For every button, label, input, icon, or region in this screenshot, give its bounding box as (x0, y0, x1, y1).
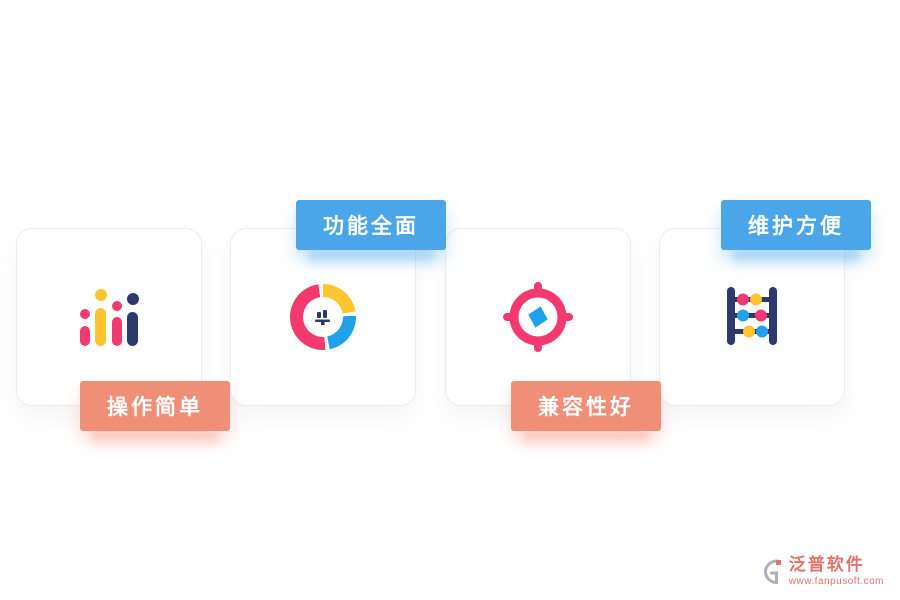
feature-tag-function: 功能全面 (296, 200, 446, 250)
target-icon (503, 282, 573, 352)
feature-card-compatibility (445, 228, 631, 406)
brand-text-block: 泛普软件 www.fanpusoft.com (789, 556, 884, 587)
abacus-icon (727, 287, 777, 345)
donut-hole (303, 297, 343, 337)
donut-chart-icon (290, 284, 356, 350)
brand-footer: 泛普软件 www.fanpusoft.com (763, 556, 884, 587)
brand-name: 泛普软件 (788, 555, 865, 575)
brand-logo-icon (763, 559, 781, 585)
feature-tag-compatibility: 兼容性好 (511, 381, 661, 431)
feature-card-operation (16, 228, 202, 406)
bar-chart-icon (80, 289, 139, 346)
feature-tag-maintenance: 维护方便 (721, 200, 871, 250)
mini-chart-icon (315, 309, 330, 325)
feature-tag-operation: 操作简单 (80, 381, 230, 431)
brand-website: www.fanpusoft.com (788, 576, 884, 587)
